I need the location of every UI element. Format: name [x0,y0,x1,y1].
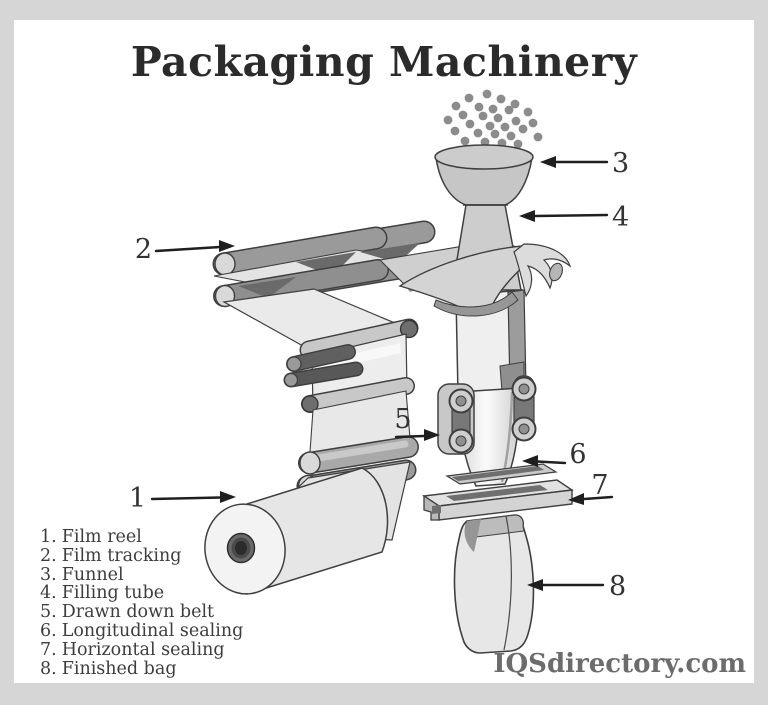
callout-number-4: 4 [612,202,629,233]
callout-3: 3 [540,148,629,179]
legend-item: 6.Longitudinal sealing [40,622,243,641]
legend-item-label: Funnel [61,564,124,585]
legend-item: 1.Film reel [40,528,243,547]
callout-number-7: 7 [591,470,608,501]
callout-number-8: 8 [609,571,626,602]
film-reel [204,467,389,596]
legend-item-label: Film reel [61,527,142,547]
callout-6: 6 [522,439,587,470]
legend-item-label: Drawn down belt [61,602,215,623]
page-title: Packaging Machinery [130,38,638,86]
legend-item: 5.Drawn down belt [40,603,243,622]
legend-item-label: Horizontal sealing [61,639,225,660]
legend-item: 2.Film tracking [40,545,243,566]
legend-list: 1.Film reel 2.Film tracking 3.Funnel 4.F… [40,528,243,678]
legend-item-number: 8. [40,658,57,679]
horizontal-sealing [422,463,574,521]
drawn-down-belt-left [437,383,475,455]
watermark: IQSdirectory.com [493,649,746,679]
callout-4: 4 [519,202,629,233]
legend-item-number: 2. [40,545,57,566]
callout-number-2: 2 [135,234,152,265]
callout-number-3: 3 [612,148,629,179]
drawn-down-belt-right [511,375,537,442]
legend-item-number: 1. [40,527,57,547]
callout-number-1: 1 [129,483,146,514]
callouts: 1 2 3 4 5 [129,148,629,602]
legend-item: 8.Finished bag [40,658,243,679]
callout-number-5: 5 [394,404,411,435]
forming-collar [398,243,572,317]
callout-number-6: 6 [569,439,586,470]
legend-item-label: Filling tube [61,583,165,604]
callout-7: 7 [568,470,614,505]
legend-item-number: 3. [40,564,57,585]
legend-item-number: 5. [40,602,57,623]
callout-1: 1 [129,483,236,514]
finished-bag [453,514,535,654]
content-panel: Packaging Machinery 1.Film reel 2.Film t… [14,20,754,683]
legend-item: 3.Funnel [40,564,243,585]
legend-item: 7.Horizontal sealing [40,639,243,660]
callout-5: 5 [394,404,440,441]
legend-item-number: 6. [40,620,57,641]
callout-8: 8 [527,571,626,602]
legend-item-label: Film tracking [61,545,182,566]
legend-item: 4.Filling tube [40,584,243,603]
legend-item-label: Longitudinal sealing [61,620,244,641]
legend-item-number: 4. [40,583,57,604]
legend-item-number: 7. [40,639,57,660]
legend-item-label: Finished bag [61,658,177,679]
callout-2: 2 [135,234,235,265]
